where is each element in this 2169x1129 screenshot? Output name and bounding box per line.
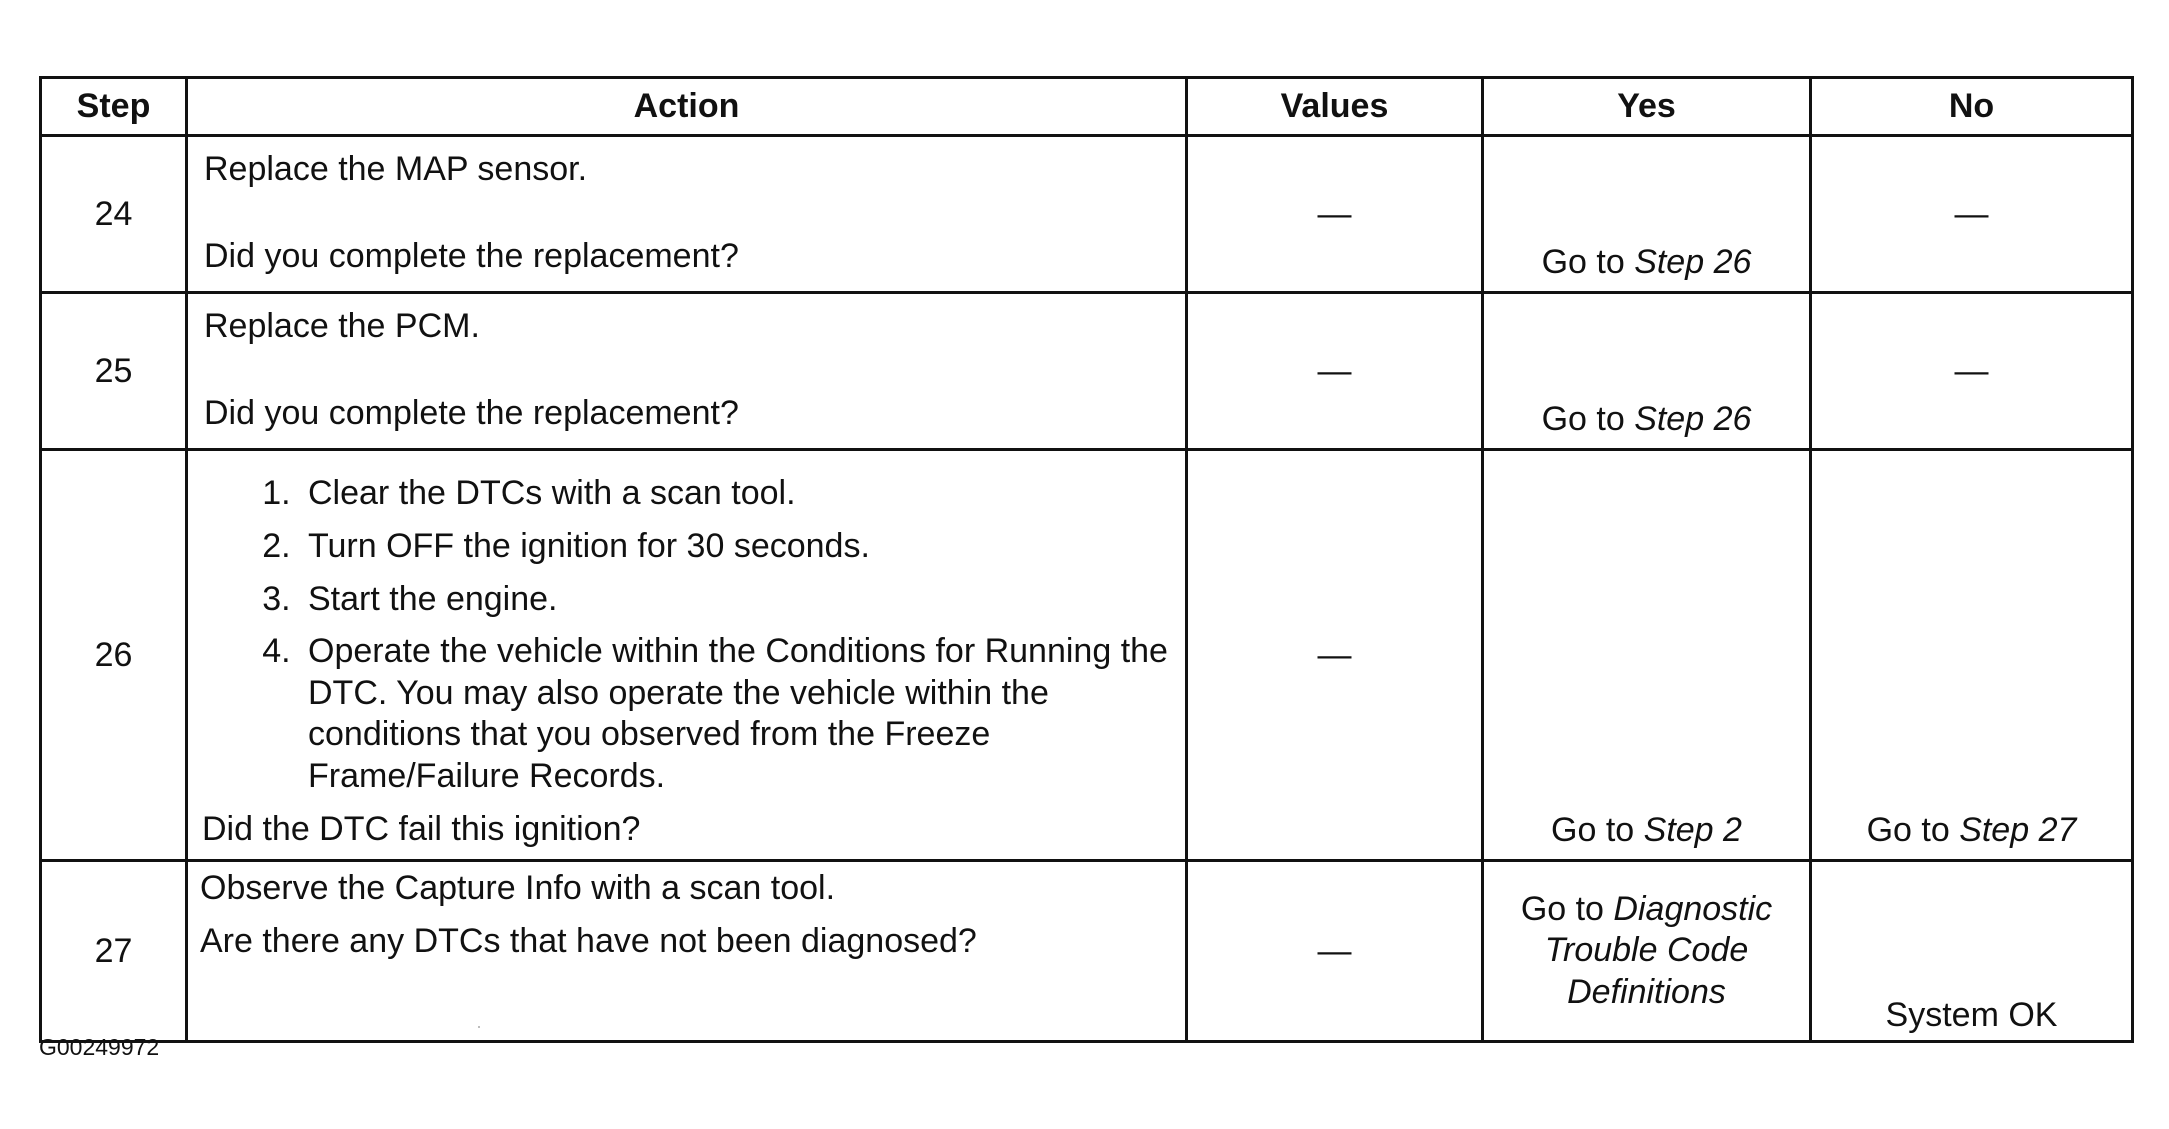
action-instruction: Replace the MAP sensor. [204, 150, 588, 188]
step-number: 24 [39, 134, 188, 294]
action-cell: Clear the DTCs with a scan tool. Turn OF… [185, 448, 1188, 862]
yes-link-line-3[interactable]: Definitions [1567, 972, 1726, 1011]
values-cell: — [1185, 859, 1484, 1043]
header-action: Action [185, 76, 1188, 137]
yes-step-link[interactable]: Step 26 [1634, 400, 1752, 439]
action-cell: Observe the Capture Info with a scan too… [185, 859, 1188, 1043]
header-step: Step [39, 76, 188, 137]
yes-cell: Go to Step 2 [1481, 448, 1812, 862]
action-question: Did you complete the replacement? [204, 237, 739, 276]
action-question: Did the DTC fail this ignition? [202, 810, 641, 849]
no-cell: Go to Step 27 [1809, 448, 2134, 862]
list-item: Clear the DTCs with a scan tool. [300, 473, 1169, 514]
no-cell: — [1809, 134, 2134, 294]
yes-step-link[interactable]: Step 2 [1643, 811, 1742, 850]
header-row: Step Action Values Yes No [39, 76, 2134, 137]
list-item: Turn OFF the ignition for 30 seconds. [300, 526, 1169, 567]
action-question: Did you complete the replacement? [204, 394, 739, 433]
action-steps-list: Clear the DTCs with a scan tool. Turn OF… [202, 473, 1169, 809]
yes-prefix: Go to [1551, 811, 1644, 850]
no-cell: — [1809, 291, 2134, 451]
no-prefix: Go to [1866, 811, 1960, 850]
yes-prefix: Go to [1541, 243, 1635, 282]
step-number: 26 [39, 448, 188, 862]
yes-cell: Go to Diagnostic Trouble Code Definition… [1481, 859, 1812, 1043]
values-cell: — [1185, 291, 1484, 451]
action-question: Are there any DTCs that have not been di… [200, 921, 977, 960]
yes-prefix: Go to [1541, 400, 1635, 439]
step-number: 25 [39, 291, 188, 451]
yes-cell: Go to Step 26 [1481, 291, 1812, 451]
yes-link-line-1[interactable]: Diagnostic [1613, 889, 1773, 928]
yes-link-line-2[interactable]: Trouble Code [1544, 931, 1749, 970]
list-item: Start the engine. [300, 579, 1169, 620]
values-cell: — [1185, 448, 1484, 862]
figure-id: G00249972 [39, 1034, 160, 1060]
no-cell: System OK [1809, 859, 2134, 1043]
table-row-step-27: 27 Observe the Capture Info with a scan … [39, 859, 2134, 1043]
scan-speck [478, 1026, 480, 1028]
table-row-step-26: 26 Clear the DTCs with a scan tool. Turn… [39, 448, 2134, 862]
action-cell: Replace the MAP sensor. Did you complete… [185, 134, 1188, 294]
table-row-step-24: 24 Replace the MAP sensor. Did you compl… [39, 134, 2134, 294]
yes-step-link[interactable]: Step 26 [1634, 243, 1752, 282]
no-step-link[interactable]: Step 27 [1959, 811, 2077, 850]
header-no: No [1809, 76, 2134, 137]
action-instruction: Observe the Capture Info with a scan too… [200, 869, 836, 907]
header-yes: Yes [1481, 76, 1812, 137]
values-cell: — [1185, 134, 1484, 294]
diagnostic-table: Step Action Values Yes No 24 Replace the… [39, 76, 2134, 1043]
yes-prefix: Go to [1520, 889, 1614, 928]
action-instruction: Replace the PCM. [204, 307, 480, 345]
header-values: Values [1185, 76, 1484, 137]
action-cell: Replace the PCM. Did you complete the re… [185, 291, 1188, 451]
table-row-step-25: 25 Replace the PCM. Did you complete the… [39, 291, 2134, 451]
list-item: Operate the vehicle within the Condition… [300, 631, 1169, 797]
step-number: 27 [39, 859, 188, 1043]
yes-cell: Go to Step 26 [1481, 134, 1812, 294]
